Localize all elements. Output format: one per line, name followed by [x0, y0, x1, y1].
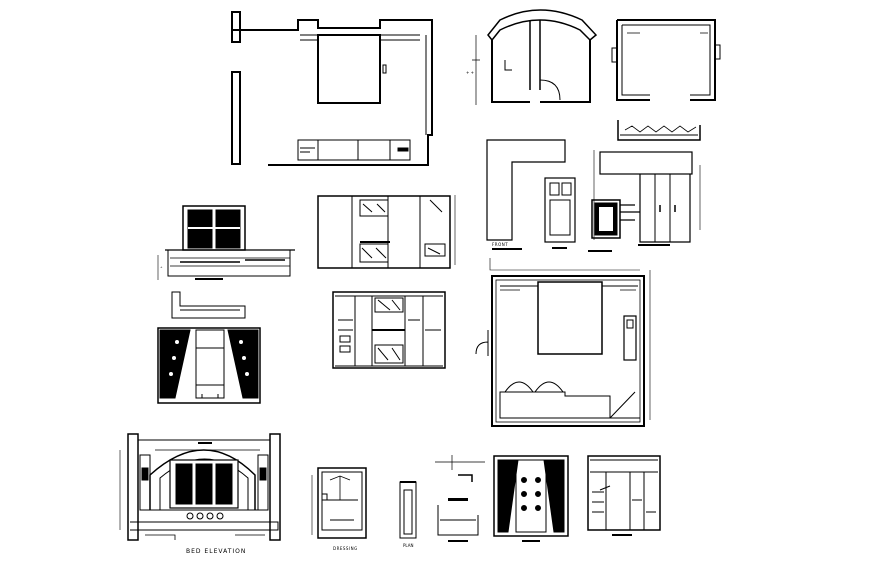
room-plan-top-left — [231, 11, 433, 166]
detail-section — [435, 455, 485, 542]
bed-plan-with-wardrobes — [157, 291, 261, 404]
label-plan: PLAN — [403, 543, 413, 548]
cabinet-elevation-bottom-right — [587, 455, 661, 536]
cabinet-elevation-center — [332, 291, 446, 369]
bed-elevation: BED ELEVATION — [119, 433, 281, 555]
l-counter-plan: FRONT — [486, 139, 566, 250]
label-front: FRONT — [492, 242, 508, 247]
svg-text:+ +: + + — [466, 70, 474, 75]
svg-text:+: + — [160, 265, 163, 269]
door-elevation — [544, 177, 576, 249]
wardrobe-elevation-right — [588, 150, 701, 252]
plan-small: PLAN — [399, 481, 417, 548]
label-dressing: DRESSING — [333, 546, 358, 551]
label-bed-elevation: BED ELEVATION — [186, 548, 246, 555]
main-bedroom-plan — [475, 258, 651, 427]
tv-unit-elevation: + — [157, 205, 295, 280]
dressing-elevation: DRESSING — [311, 467, 367, 551]
balustrade-elevation — [617, 120, 701, 141]
arched-room-plan: + + — [466, 9, 598, 105]
small-room-plan — [611, 19, 721, 101]
decorative-panel-elevation — [493, 455, 569, 542]
wardrobe-elevation-mid — [317, 195, 456, 269]
